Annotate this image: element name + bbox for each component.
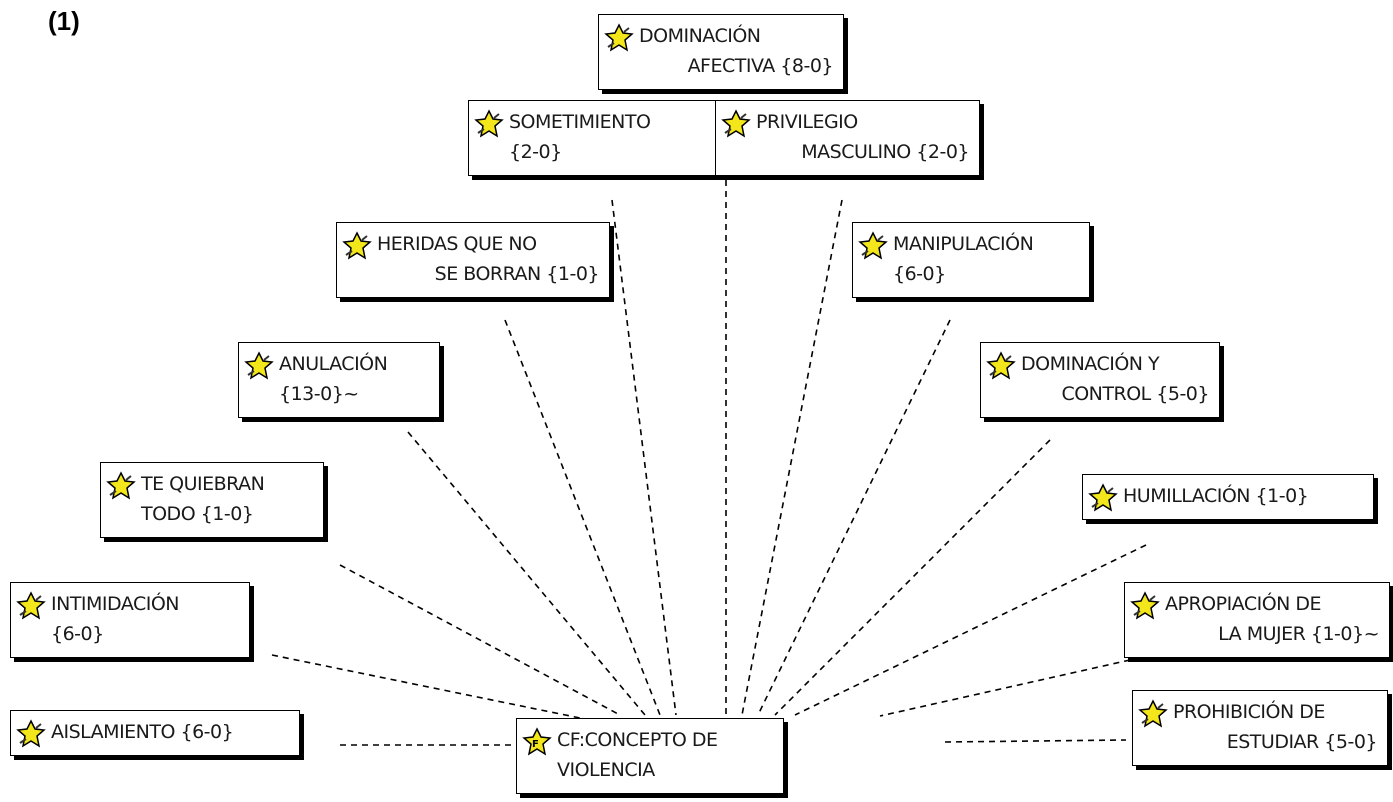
node-label-line2: {6-0} <box>51 623 104 645</box>
edge-manipulacion <box>757 319 951 716</box>
code-star-icon <box>986 351 1016 380</box>
edge-humillacion <box>794 544 1147 716</box>
code-star-icon <box>16 719 46 748</box>
edge-prohibicion <box>944 739 1127 743</box>
node-te-quiebran[interactable]: TE QUIEBRAN TODO {1-0} <box>100 462 324 538</box>
node-dominacion-afectiva[interactable]: DOMINACIÓN AFECTIVA {8-0} <box>598 14 844 90</box>
edge-anulacion <box>407 431 646 716</box>
edge-te-quiebran <box>339 564 621 716</box>
node-label-line2: {6-0} <box>893 263 946 285</box>
node-label-line1: PROHIBICIÓN DE <box>1173 701 1325 723</box>
node-manipulacion[interactable]: MANIPULACIÓN {6-0} <box>852 222 1090 298</box>
node-label-line2: CONTROL {5-0} <box>1061 383 1209 405</box>
node-label-line2: LA MUJER {1-0}~ <box>1218 623 1379 645</box>
node-label-line2: TODO {1-0} <box>141 503 254 525</box>
code-star-icon <box>474 109 504 138</box>
node-heridas[interactable]: HERIDAS QUE NO SE BORRAN {1-0} <box>336 222 610 298</box>
node-label-line2: {13-0}~ <box>279 383 359 405</box>
code-star-icon <box>16 591 46 620</box>
node-label-line1: MANIPULACIÓN <box>893 233 1034 255</box>
svg-text:F: F <box>532 739 539 750</box>
node-prohibicion[interactable]: PROHIBICIÓN DE ESTUDIAR {5-0} <box>1132 690 1388 766</box>
node-label-line1: TE QUIEBRAN <box>141 473 265 495</box>
code-star-icon <box>342 231 372 260</box>
node-label-line1: APROPIACIÓN DE <box>1165 593 1322 615</box>
node-humillacion[interactable]: HUMILLACIÓN {1-0} <box>1082 474 1374 520</box>
node-label-line2: {2-0} <box>509 141 562 163</box>
figure-label: (1) <box>48 6 80 36</box>
node-label-line1: HUMILLACIÓN {1-0} <box>1123 485 1309 507</box>
node-label-line1: DOMINACIÓN Y <box>1021 353 1160 375</box>
code-star-icon <box>244 351 274 380</box>
node-intimidacion[interactable]: INTIMIDACIÓN {6-0} <box>10 582 250 658</box>
edge-sometimiento <box>611 199 677 716</box>
edge-intimidacion <box>271 654 581 719</box>
node-label-line2: MASCULINO {2-0} <box>801 141 969 163</box>
node-privilegio-masculino[interactable]: PRIVILEGIO MASCULINO {2-0} <box>715 100 980 176</box>
node-label-line1: DOMINACIÓN <box>639 25 761 47</box>
edge-heridas <box>504 319 661 716</box>
edge-privilegio <box>741 199 843 716</box>
node-label-line2: SE BORRAN {1-0} <box>434 263 600 285</box>
code-star-icon <box>1130 591 1160 620</box>
node-label-line1: HERIDAS QUE NO <box>377 233 537 255</box>
code-family-icon: F <box>522 727 552 756</box>
code-star-icon <box>1138 699 1168 728</box>
node-anulacion[interactable]: ANULACIÓN {13-0}~ <box>238 342 440 418</box>
node-label-line1: INTIMIDACIÓN <box>51 593 180 615</box>
node-aislamiento[interactable]: AISLAMIENTO {6-0} <box>10 710 300 756</box>
code-star-icon <box>604 23 634 52</box>
code-star-icon <box>858 231 888 260</box>
code-star-icon <box>721 109 751 138</box>
edge-apropiacion <box>879 659 1131 717</box>
node-apropiacion[interactable]: APROPIACIÓN DE LA MUJER {1-0}~ <box>1124 582 1390 658</box>
node-label-line1: SOMETIMIENTO <box>509 111 651 133</box>
code-star-icon <box>106 471 136 500</box>
node-label-line1: PRIVILEGIO <box>756 111 858 133</box>
node-concepto-violencia[interactable]: F CF:CONCEPTO DE VIOLENCIA <box>516 718 784 794</box>
edge-dominacion-control <box>774 439 1051 716</box>
node-label-line2: AFECTIVA {8-0} <box>687 55 834 77</box>
center-label-line1: CF:CONCEPTO DE <box>557 729 718 751</box>
node-label-line2: ESTUDIAR {5-0} <box>1226 731 1378 753</box>
code-star-icon <box>1088 483 1118 512</box>
node-label-line1: AISLAMIENTO {6-0} <box>51 721 234 743</box>
node-dominacion-control[interactable]: DOMINACIÓN Y CONTROL {5-0} <box>980 342 1220 418</box>
node-sometimiento[interactable]: SOMETIMIENTO {2-0} <box>468 100 716 176</box>
node-label-line1: ANULACIÓN <box>279 353 388 375</box>
center-label-line2: VIOLENCIA <box>557 759 655 781</box>
